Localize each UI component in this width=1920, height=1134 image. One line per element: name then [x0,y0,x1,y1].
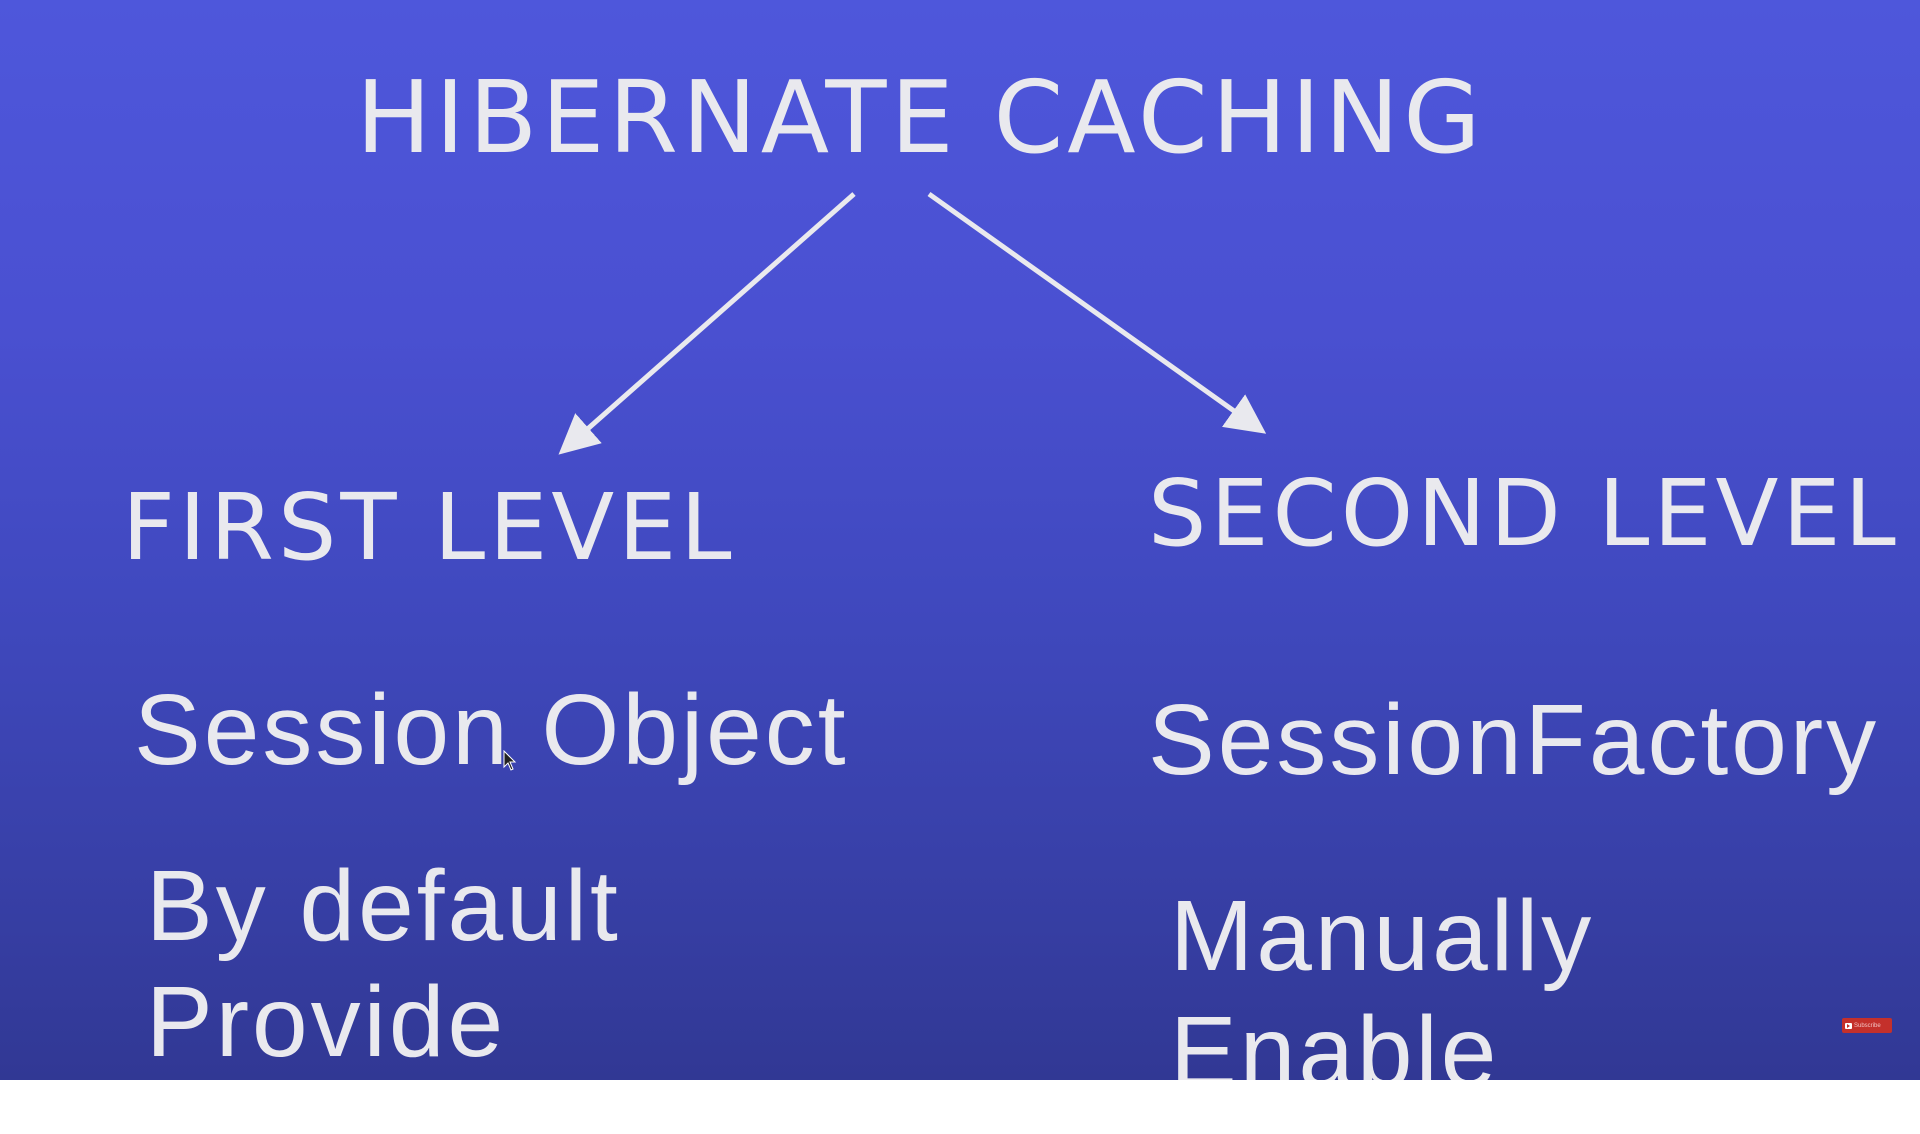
first-level-heading: FIRST LEVEL [122,474,736,581]
bottom-strip [0,1080,1920,1134]
second-level-scope: SessionFactory [1148,684,1880,796]
subscribe-button[interactable]: Subscribe [1842,1018,1892,1033]
subscribe-label: Subscribe [1854,1022,1881,1029]
branch-arrows [558,191,1267,455]
second-level-availability-line1: Manually [1170,880,1595,992]
arrow-to-first-level [558,192,856,455]
first-level-availability-line1: By default [146,850,621,962]
first-level-scope: Session Object [134,674,849,786]
second-level-heading: SECOND LEVEL [1148,460,1900,567]
youtube-play-icon [1845,1022,1852,1029]
second-level-availability-line2: Enable [1170,996,1500,1080]
slide: HIBERNATE CACHING FIRST LEVEL SECOND LEV… [0,0,1920,1080]
diagram-title: HIBERNATE CACHING [356,59,1485,176]
arrow-to-second-level [927,191,1267,434]
first-level-availability-line2: Provide [146,966,507,1078]
mouse-pointer-icon [503,750,517,771]
